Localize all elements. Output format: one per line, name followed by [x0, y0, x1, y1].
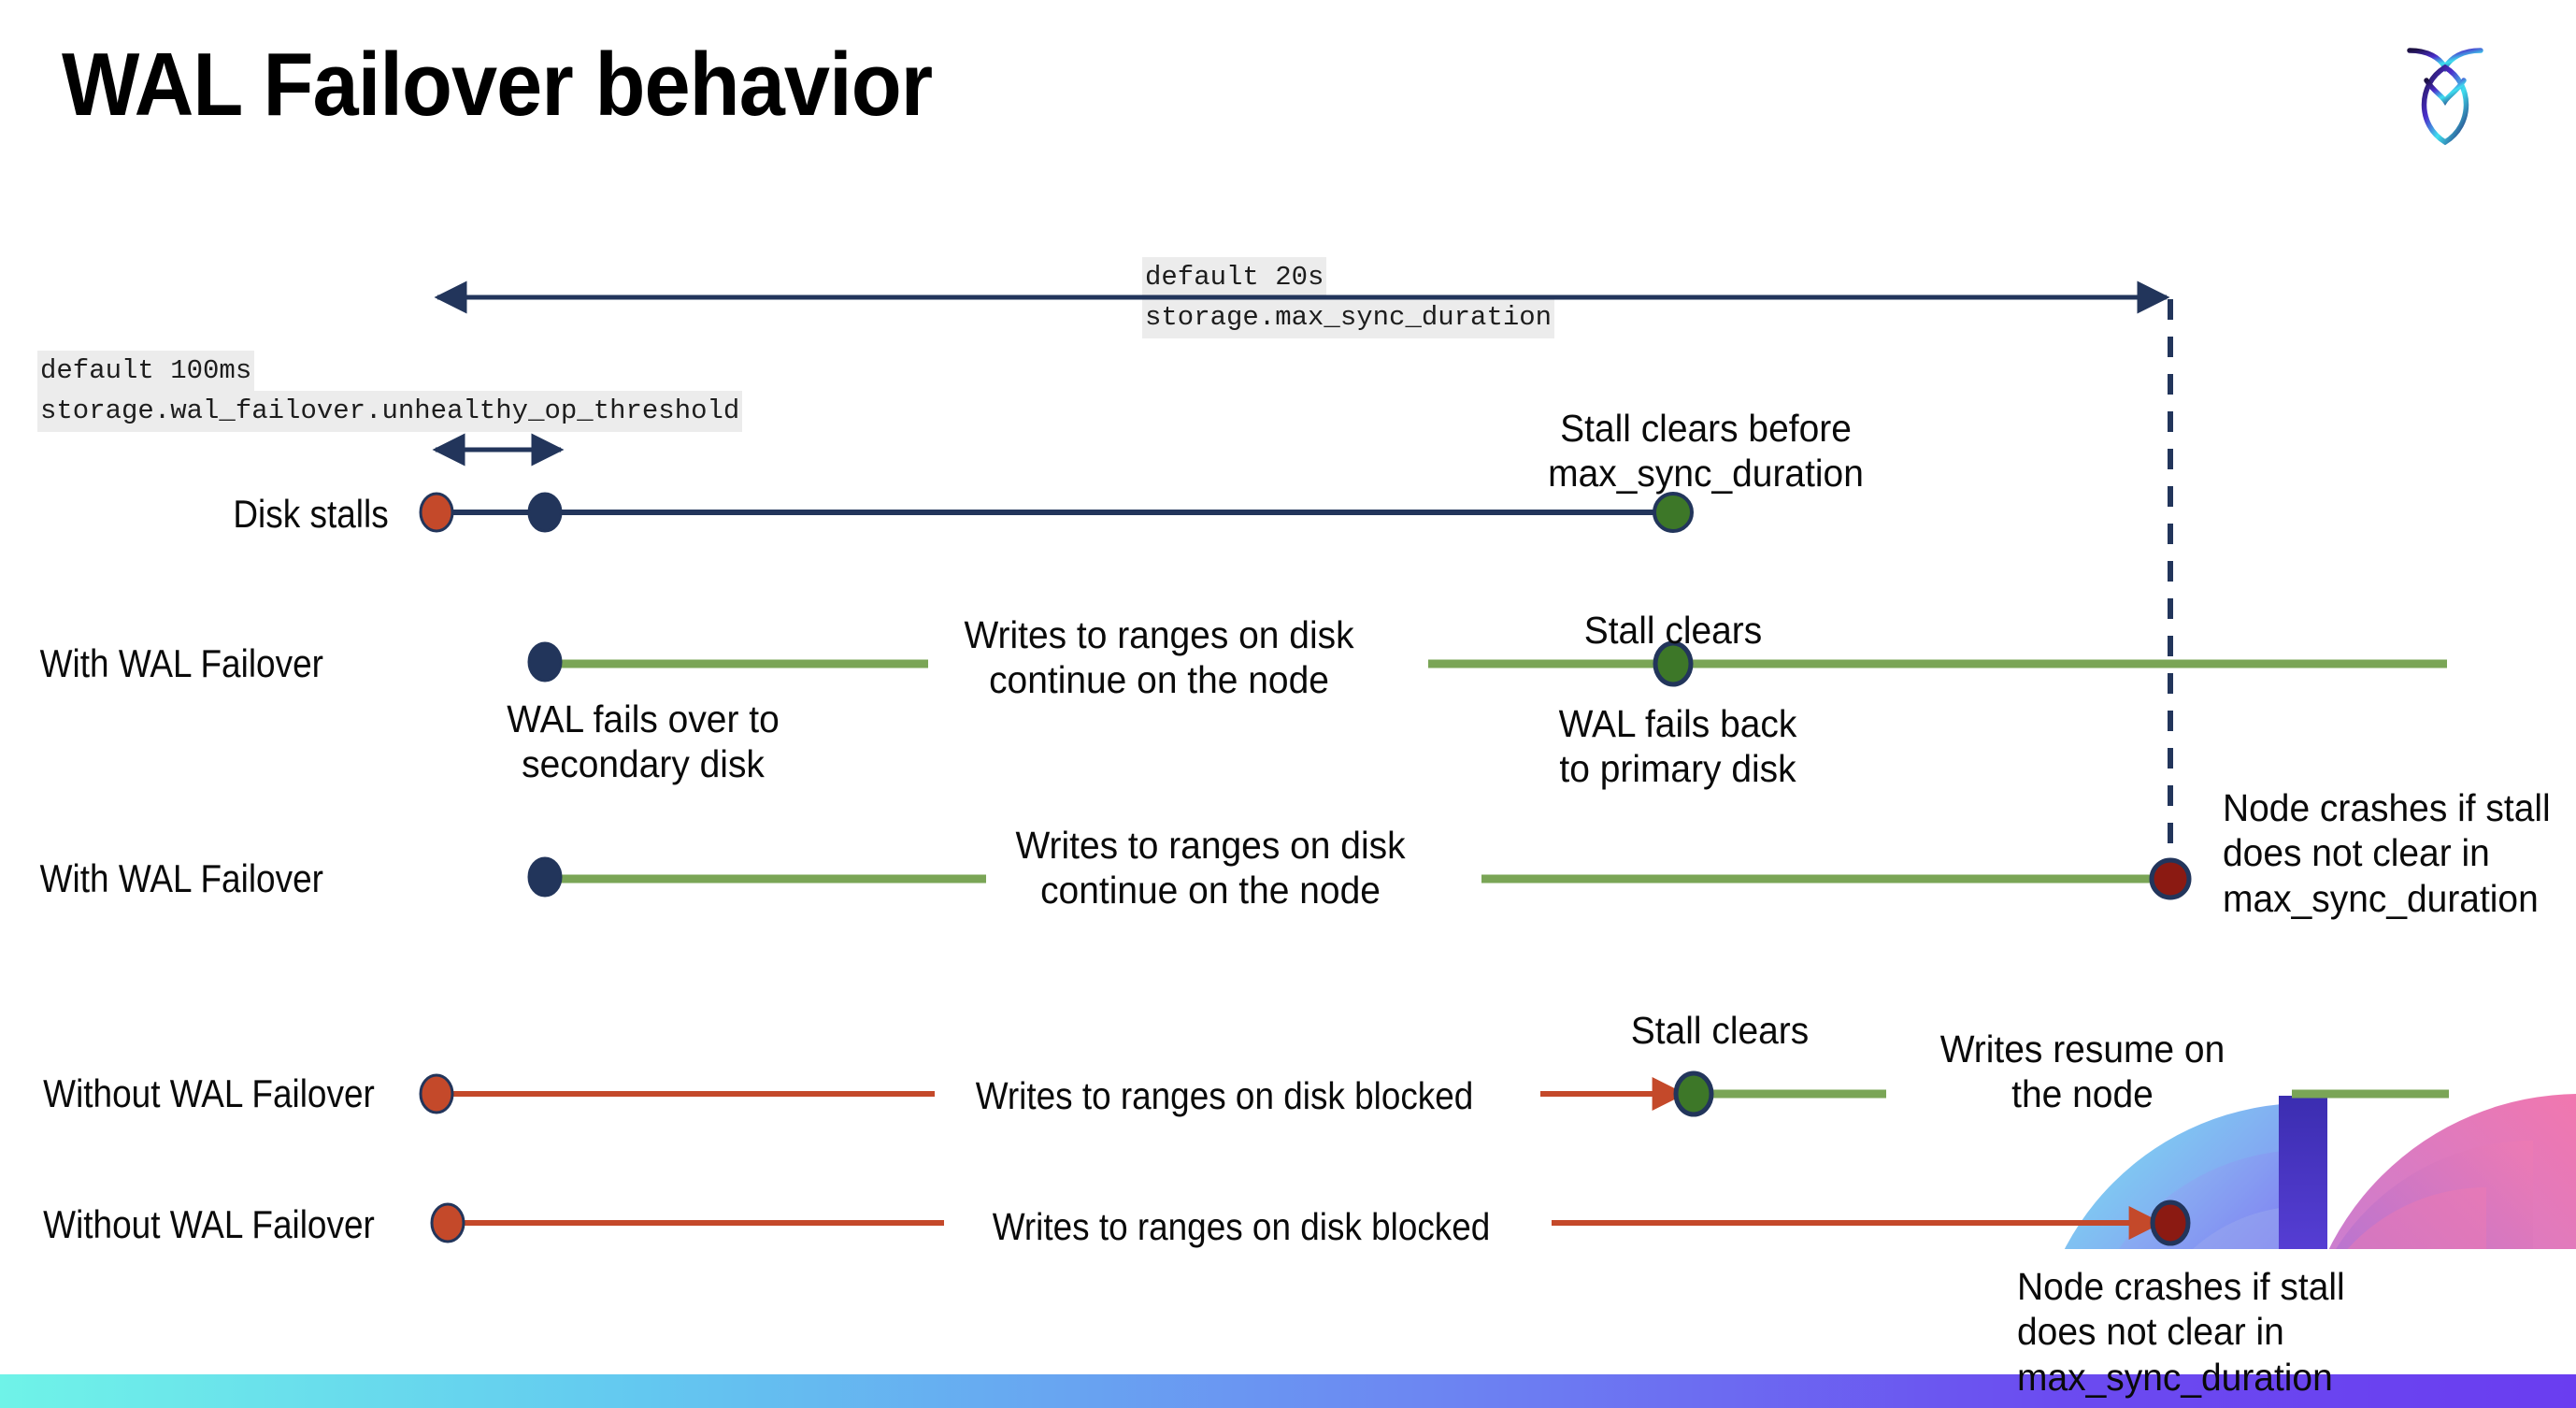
cockroachdb-logo-icon: [2407, 48, 2483, 146]
annotation-writes-continue-1: Writes to ranges on disk continue on the…: [964, 613, 1354, 702]
row-label-without-wal-failover-1: Without WAL Failover: [43, 1071, 375, 1115]
marker-stall-clears: [1653, 640, 1694, 687]
annotation-stall-clears-3: Stall clears: [1630, 1009, 1810, 1052]
annotation-writes-blocked-1: Writes to ranges on disk blocked: [975, 1074, 1474, 1117]
row-label-without-wal-failover-2: Without WAL Failover: [43, 1202, 375, 1246]
marker-stall-start: [419, 1073, 454, 1114]
code-chip-unhealthy-default: default 100ms: [37, 351, 255, 392]
marker-node-crash: [2150, 1200, 2191, 1246]
marker-node-crash: [2149, 857, 2192, 900]
annotation-writes-blocked-2: Writes to ranges on disk blocked: [992, 1205, 1491, 1248]
marker-failover-point: [527, 856, 563, 898]
annotation-wal-fails-back: WAL fails back to primary disk: [1558, 702, 1797, 791]
annotation-wal-fails-over: WAL fails over to secondary disk: [507, 697, 780, 786]
row-label-disk-stalls: Disk stalls: [233, 492, 389, 536]
timeline-with-wal-failover-clears: [527, 640, 2447, 687]
marker-stall-clears: [1653, 492, 1694, 533]
code-chip-unhealthy-setting: storage.wal_failover.unhealthy_op_thresh…: [37, 391, 743, 432]
annotation-writes-resume: Writes resume on the node: [1939, 1027, 2225, 1116]
marker-failover-point: [527, 492, 563, 533]
timeline-without-wal-failover-crash: [430, 1200, 2191, 1246]
marker-failover-point: [527, 641, 563, 682]
bottom-gradient-bar: [0, 1374, 2576, 1408]
timeline-without-wal-failover-clears: [419, 1070, 2449, 1117]
row-label-with-wal-failover-1: With WAL Failover: [39, 641, 323, 685]
annotation-writes-continue-2: Writes to ranges on disk continue on the…: [1015, 824, 1406, 912]
marker-stall-start: [430, 1202, 465, 1243]
annotation-node-crashes-2: Node crashes if stall does not clear in …: [2017, 1265, 2345, 1399]
annotation-stall-clears-before: Stall clears before max_sync_duration: [1548, 407, 1864, 496]
annotation-stall-clears-2: Stall clears: [1583, 609, 1763, 652]
timeline-disk-stalls: [419, 492, 1694, 533]
timeline-with-wal-failover-crash: [527, 856, 2192, 900]
annotation-node-crashes-1: Node crashes if stall does not clear in …: [2223, 786, 2551, 920]
row-label-with-wal-failover-2: With WAL Failover: [39, 856, 323, 900]
page-title: WAL Failover behavior: [62, 35, 933, 135]
marker-stall-start: [419, 492, 454, 533]
marker-stall-clears: [1673, 1070, 1714, 1117]
